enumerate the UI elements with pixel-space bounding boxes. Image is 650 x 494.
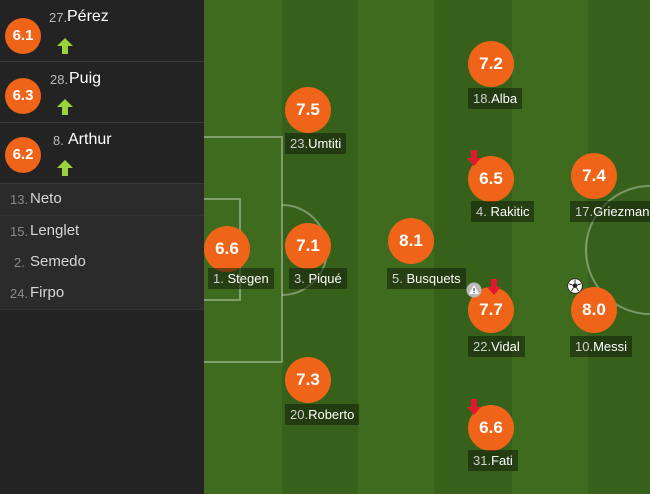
player-label: 17.Griezman bbox=[570, 201, 650, 222]
substitutes-panel: 6.1 27. Pérez 6.3 28. Puig 6.2 8. Arthur… bbox=[0, 0, 204, 494]
player-name: Busquets bbox=[406, 271, 461, 286]
player-number: 5. bbox=[392, 271, 403, 286]
player-number: 24. bbox=[10, 286, 29, 301]
goal-ball-icon bbox=[567, 278, 583, 294]
player-name: Messi bbox=[593, 339, 628, 354]
substituted-out-arrow-icon bbox=[467, 150, 481, 166]
player-name: Puig bbox=[69, 70, 102, 87]
player-label: 1. Stegen bbox=[208, 268, 274, 289]
player-number: 1. bbox=[213, 271, 224, 286]
player-name: Rakitic bbox=[490, 204, 530, 219]
player-number: 22. bbox=[473, 339, 492, 354]
bench-row-firpo[interactable]: 24. Firpo bbox=[0, 278, 204, 310]
player-label: 22.Vidal bbox=[468, 336, 525, 357]
rating-badge: 7.5 bbox=[285, 87, 331, 133]
player-number: 20. bbox=[290, 407, 309, 422]
player-number: 27. bbox=[49, 10, 68, 25]
player-label: 20.Roberto bbox=[285, 404, 360, 425]
player-label: 18.Alba bbox=[468, 88, 523, 109]
rating-badge: 7.1 bbox=[285, 223, 331, 269]
player-name: Piqué bbox=[308, 271, 342, 286]
rating-badge: 7.4 bbox=[571, 153, 617, 199]
player-number: 4. bbox=[476, 204, 487, 219]
player-number: 3. bbox=[294, 271, 305, 286]
substituted-out-arrow-icon bbox=[487, 279, 501, 295]
player-name: Vidal bbox=[491, 339, 520, 354]
substituted-in-arrow-icon bbox=[57, 38, 73, 54]
rating-badge: 6.2 bbox=[5, 137, 41, 173]
player-name: Griezman bbox=[593, 204, 650, 219]
substituted-out-arrow-icon bbox=[467, 399, 481, 415]
yellow-card-alert-icon bbox=[466, 282, 482, 298]
rating-badge: 6.1 bbox=[5, 18, 41, 54]
player-label: 4. Rakitic bbox=[471, 201, 535, 222]
player-number: 2. bbox=[14, 255, 25, 270]
player-number: 15. bbox=[10, 224, 29, 239]
player-number: 17. bbox=[575, 204, 594, 219]
bench-row-semedo[interactable]: 2. Semedo bbox=[0, 247, 204, 279]
player-label: 5. Busquets bbox=[387, 268, 466, 289]
bench-row-neto[interactable]: 13. Neto bbox=[0, 184, 204, 216]
player-label: 31.Fati bbox=[468, 450, 518, 471]
substituted-in-arrow-icon bbox=[57, 99, 73, 115]
player-name: Lenglet bbox=[30, 222, 80, 239]
player-name: Neto bbox=[30, 190, 62, 207]
rating-badge: 6.3 bbox=[5, 78, 41, 114]
rating-badge: 7.2 bbox=[468, 41, 514, 87]
player-number: 28. bbox=[50, 72, 69, 87]
player-name: Pérez bbox=[67, 8, 109, 25]
player-number: 18. bbox=[473, 91, 492, 106]
bench-row-lenglet[interactable]: 15. Lenglet bbox=[0, 216, 204, 248]
player-number: 13. bbox=[10, 192, 29, 207]
player-number: 31. bbox=[473, 453, 492, 468]
player-name: Fati bbox=[491, 453, 513, 468]
substitute-row-puig[interactable]: 6.3 28. Puig bbox=[0, 62, 204, 123]
rating-badge: 8.0 bbox=[571, 287, 617, 333]
player-name: Roberto bbox=[308, 407, 355, 422]
player-label: 3. Piqué bbox=[289, 268, 347, 289]
player-label: 10.Messi bbox=[570, 336, 633, 357]
player-label: 23.Umtiti bbox=[285, 133, 347, 154]
player-name: Arthur bbox=[68, 131, 112, 148]
rating-badge: 7.3 bbox=[285, 357, 331, 403]
rating-badge: 8.1 bbox=[388, 218, 434, 264]
player-number: 23. bbox=[290, 136, 309, 151]
rating-badge: 7.7 bbox=[468, 287, 514, 333]
player-number: 8. bbox=[53, 133, 64, 148]
substituted-in-arrow-icon bbox=[57, 160, 73, 176]
player-name: Semedo bbox=[30, 253, 86, 270]
substitute-row-arthur[interactable]: 6.2 8. Arthur bbox=[0, 123, 204, 184]
player-name: Alba bbox=[491, 91, 518, 106]
rating-badge: 6.6 bbox=[204, 226, 250, 272]
player-number: 10. bbox=[575, 339, 594, 354]
pitch: 6.6 1. Stegen 7.5 23.Umtiti 7.1 3. Piqué… bbox=[204, 0, 650, 494]
player-name: Umtiti bbox=[308, 136, 342, 151]
player-name: Firpo bbox=[30, 284, 65, 301]
player-name: Stegen bbox=[227, 271, 269, 286]
substitute-row-perez[interactable]: 6.1 27. Pérez bbox=[0, 0, 204, 62]
